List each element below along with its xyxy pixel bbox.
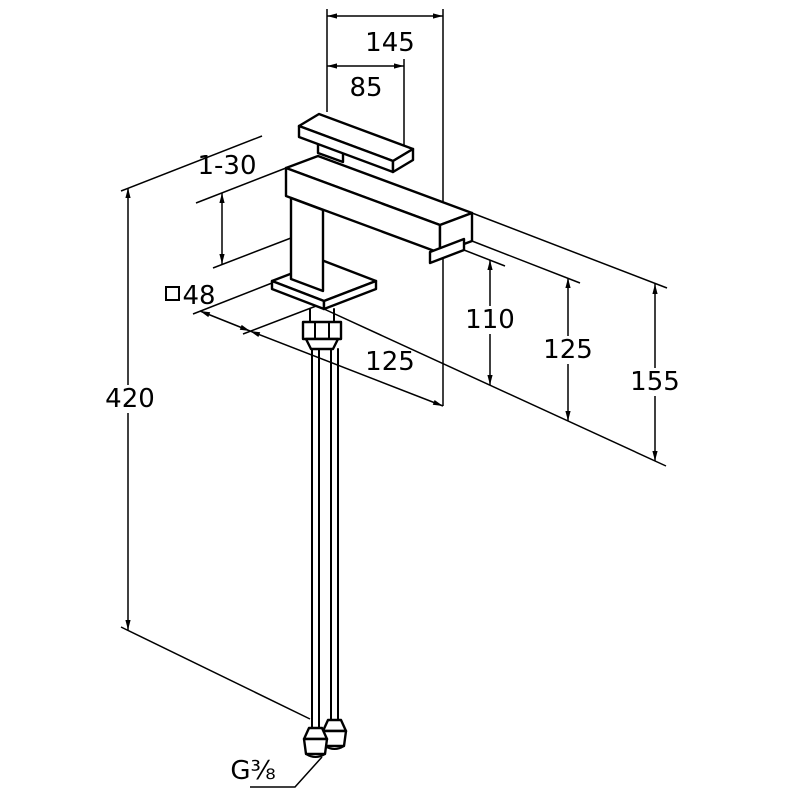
handle-end-face [391,147,415,174]
ext-line-spout-top [471,212,668,289]
dim-155-label: 155 [630,367,680,397]
ext-line-420-top [120,135,263,192]
fitting-cone [321,718,348,733]
base-plate-front-right [322,279,378,311]
thread-size-label: G⅜ [230,756,275,786]
ext-line-spout-underside [471,240,581,284]
dim-line-reach-125 [249,330,444,407]
label-bg [102,385,158,413]
ref-line-range-bottom [212,237,292,269]
fitting-cone [302,726,329,741]
dim-range-label: 1-30 [197,151,256,181]
ref-line-range-top [195,167,287,204]
thread-leader-line [250,756,323,788]
dim-125-right-label: 125 [543,335,593,365]
ext-line-plate-left [192,282,273,315]
dimension-lines [125,13,658,630]
dim-110-label: 110 [465,305,515,335]
fitting-nut [302,737,329,756]
dim-145-label: 145 [365,28,415,58]
ext-line-aerator [463,249,506,267]
mounting-nut-taper [304,337,340,351]
dim-reach-125-label: 125 [365,347,415,377]
extension-lines [120,9,668,788]
square-section-symbol-icon [165,286,180,301]
aerator [428,237,466,265]
dim-420-label: 420 [105,384,155,414]
hose-fitting-left [302,726,329,758]
label-bg [462,306,518,334]
faucet-outline [270,112,474,758]
dimension-labels: 145 85 1-30 48 110 125 155 125 420 G⅜ [102,28,683,786]
label-bg [540,336,596,364]
dim-line-48 [199,310,251,332]
body-front-face [289,196,325,293]
dim-48-label: 48 [182,281,215,311]
label-bg [627,368,683,396]
mounting-nut [301,320,343,341]
ext-line-420-bottom [120,626,311,720]
dim-85-label: 85 [349,73,382,103]
fitting-bottom-curve [305,753,326,758]
